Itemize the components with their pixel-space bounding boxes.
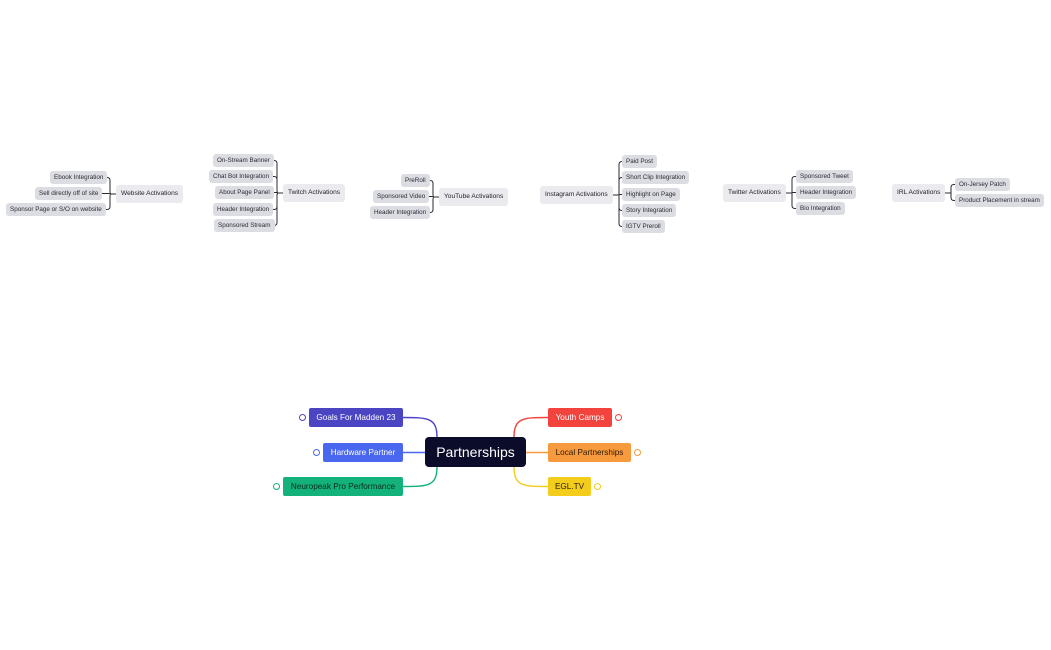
leaf-highlight-on-page[interactable]: Highlight on Page	[622, 188, 680, 201]
leaf-ebook-integration[interactable]: Ebook Integration	[50, 171, 108, 184]
leaf-connector	[945, 192, 955, 201]
branch-connector	[513, 466, 549, 488]
leaf-paid-post[interactable]: Paid Post	[622, 155, 657, 168]
branch-neuropeak-pro-performance[interactable]: Neuropeak Pro Performance	[283, 477, 403, 496]
branch-youth-camps[interactable]: Youth Camps	[548, 408, 612, 427]
leaf-bio-integration[interactable]: Bio Integration	[796, 202, 845, 215]
central-topic-partnerships[interactable]: Partnerships	[425, 437, 526, 467]
branch-connector	[513, 416, 549, 438]
expand-knob-icon[interactable]	[299, 414, 306, 421]
leaf-preroll[interactable]: PreRoll	[401, 174, 430, 187]
expand-knob-icon[interactable]	[634, 449, 641, 456]
leaf-sponsored-tweet[interactable]: Sponsored Tweet	[796, 170, 853, 183]
leaf-connector	[273, 192, 283, 226]
leaf-sponsored-video[interactable]: Sponsored Video	[373, 190, 430, 203]
leaf-connector	[429, 196, 439, 213]
leaf-connector	[613, 194, 623, 211]
hub-youtube-activations[interactable]: YouTube Activations	[439, 188, 509, 206]
leaf-connector	[429, 180, 439, 198]
expand-knob-icon[interactable]	[313, 449, 320, 456]
leaf-connector	[106, 177, 116, 195]
expand-knob-icon[interactable]	[615, 414, 622, 421]
leaf-connector	[613, 161, 623, 196]
leaf-connector	[106, 193, 116, 210]
leaf-connector	[613, 177, 623, 196]
leaf-header-integration-twitter[interactable]: Header Integration	[796, 186, 857, 199]
expand-knob-icon[interactable]	[273, 483, 280, 490]
branch-local-partnerships[interactable]: Local Partnerships	[548, 443, 631, 462]
hub-twitter-activations[interactable]: Twitter Activations	[723, 184, 786, 202]
leaf-on-stream-banner[interactable]: On-Stream Banner	[213, 154, 274, 167]
branch-hardware-partner[interactable]: Hardware Partner	[323, 443, 403, 462]
branch-egl-tv[interactable]: EGL.TV	[548, 477, 591, 496]
branch-connector	[402, 466, 438, 488]
leaf-story-integration[interactable]: Story Integration	[622, 204, 677, 217]
leaf-header-integration-twitch[interactable]: Header Integration	[213, 203, 274, 216]
hub-website-activations[interactable]: Website Activations	[116, 185, 184, 203]
leaf-connector	[786, 176, 796, 194]
leaf-igtv-preroll[interactable]: IGTV Preroll	[622, 220, 665, 233]
leaf-product-placement[interactable]: Product Placement in stream	[955, 194, 1044, 207]
leaf-connector	[273, 192, 283, 210]
leaf-about-page-panel[interactable]: About Page Panel	[215, 186, 274, 199]
leaf-short-clip-integration[interactable]: Short Clip Integration	[622, 171, 690, 184]
leaf-sponsored-stream[interactable]: Sponsored Stream	[214, 219, 275, 232]
leaf-connector	[786, 192, 796, 209]
leaf-connector	[273, 176, 283, 194]
leaf-sell-directly[interactable]: Sell directly off of site	[35, 187, 103, 200]
leaf-chat-bot-integration[interactable]: Chat Bot Integration	[209, 170, 274, 183]
hub-twitch-activations[interactable]: Twitch Activations	[283, 184, 346, 202]
expand-knob-icon[interactable]	[594, 483, 601, 490]
hub-irl-activations[interactable]: IRL Activations	[892, 184, 946, 202]
leaf-on-jersey-patch[interactable]: On-Jersey Patch	[955, 178, 1010, 191]
branch-connector	[402, 416, 438, 438]
leaf-sponsor-page[interactable]: Sponsor Page or S/O on website	[6, 203, 106, 216]
hub-instagram-activations[interactable]: Instagram Activations	[540, 186, 613, 204]
leaf-connector	[613, 194, 623, 227]
leaf-connector	[945, 184, 955, 194]
branch-goals-for-madden-23[interactable]: Goals For Madden 23	[309, 408, 403, 427]
leaf-header-integration-youtube[interactable]: Header Integration	[370, 206, 431, 219]
